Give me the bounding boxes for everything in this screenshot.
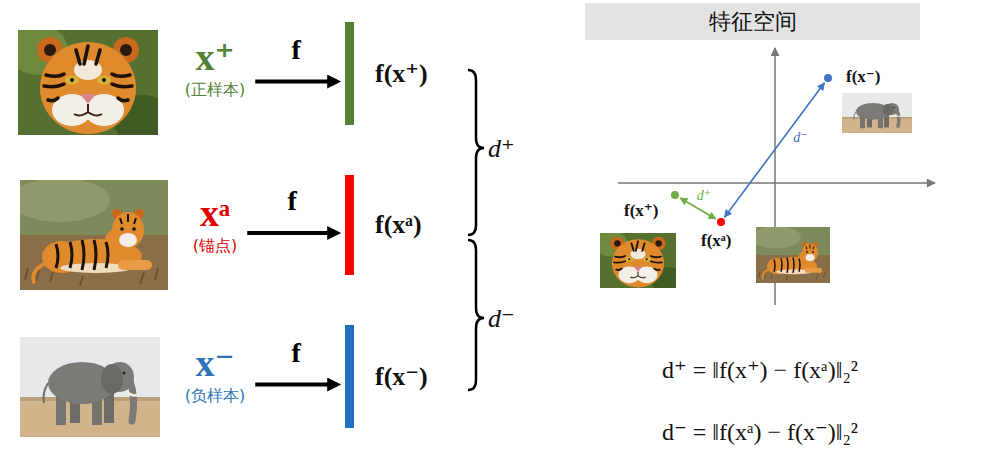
point-label: f(x⁺) xyxy=(624,201,658,221)
connector-arrow xyxy=(725,83,825,217)
distance-label: d⁻ xyxy=(791,130,809,145)
sample-symbol: x⁻ xyxy=(185,342,245,386)
connector-arrow xyxy=(255,383,337,387)
mapping-label: f xyxy=(285,186,298,217)
distance-label: d⁺ xyxy=(695,188,713,203)
sample-symbol: xᵃ xyxy=(193,192,237,236)
sample-symbol: x⁺ xyxy=(185,36,245,80)
elephant-thumbnail xyxy=(842,93,912,133)
mapping-label: f xyxy=(289,34,302,65)
feature-point: f(x⁻) xyxy=(824,74,832,82)
sample-caption: (锚点) xyxy=(193,236,237,257)
distance-brace xyxy=(468,70,484,235)
formula: d⁺ = ‖f(x⁺) − f(xᵃ)‖₂² xyxy=(662,356,858,384)
tiger-face-photo xyxy=(8,25,173,145)
elephant-photo xyxy=(20,337,160,437)
feature-point: f(x⁺) xyxy=(671,191,679,199)
anchor-label: xᵃ(锚点) xyxy=(189,192,241,256)
feature-vector: f(x⁻) xyxy=(345,325,354,428)
feature-point: f(xᵃ) xyxy=(717,218,725,226)
feature-label: f(xᵃ) xyxy=(375,210,422,240)
feature-label: f(x⁺) xyxy=(375,59,428,89)
lying-tiger-thumbnail xyxy=(751,226,830,283)
feature-vector: f(xᵃ) xyxy=(345,175,354,275)
lying-tiger-photo xyxy=(10,178,168,290)
sample-label: x⁺(正样本) xyxy=(181,36,249,100)
connector-arrow xyxy=(247,231,337,235)
formula: d⁻ = ‖f(xᵃ) − f(x⁻)‖₂² xyxy=(662,418,858,446)
x-axis xyxy=(618,182,935,184)
distance-brace xyxy=(468,240,484,390)
feature-label: f(x⁻) xyxy=(375,362,428,392)
feature-vector: f(x⁺) xyxy=(345,22,354,125)
connector-arrow xyxy=(255,80,337,84)
point-label: f(xᵃ) xyxy=(701,231,731,251)
sample-label: x⁻(负样本) xyxy=(181,342,249,406)
sample-caption: (负样本) xyxy=(185,386,245,407)
distance-label: d⁻ xyxy=(488,303,515,334)
sample-caption: (正样本) xyxy=(185,80,245,101)
point-label: f(x⁻) xyxy=(846,67,880,87)
distance-label: d⁺ xyxy=(488,133,515,164)
tiger-face-thumbnail xyxy=(595,230,685,293)
mapping-label: f xyxy=(289,337,302,368)
panel-title: 特征空间 xyxy=(585,3,920,40)
